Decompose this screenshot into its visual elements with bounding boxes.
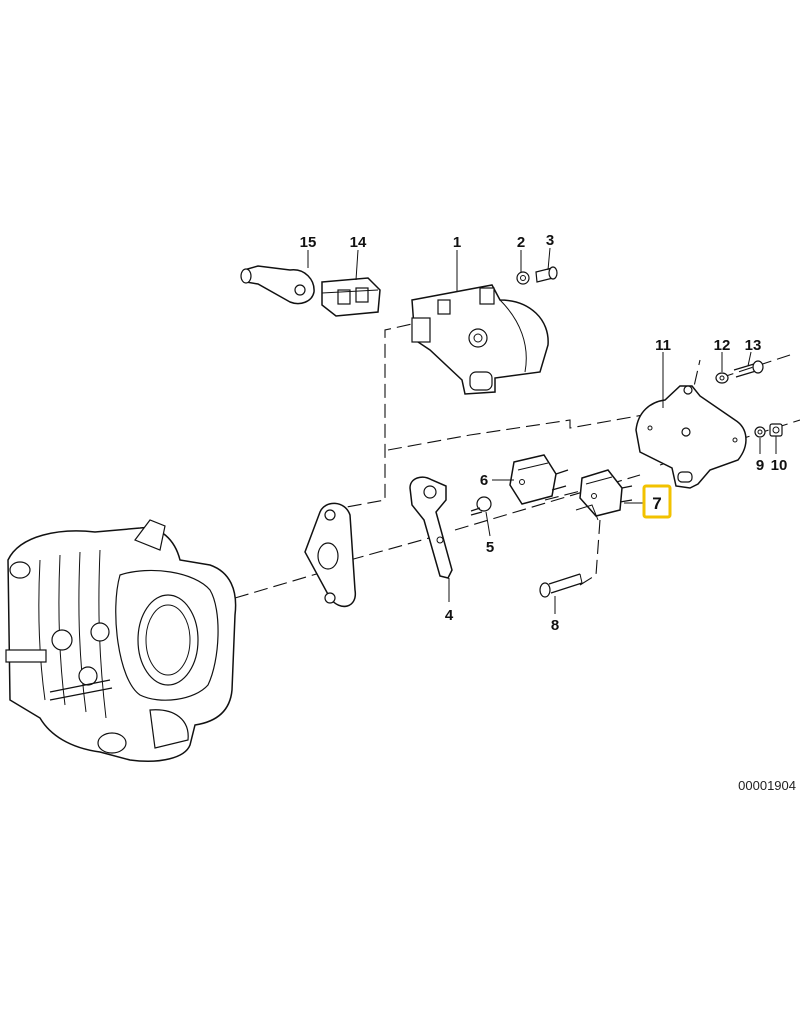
part-label-15[interactable]: 15 xyxy=(300,234,317,251)
part-11-mounting-plate xyxy=(635,385,747,489)
part-1-throttle-sensor xyxy=(411,284,549,395)
part-label-9[interactable]: 9 xyxy=(756,457,764,474)
part-8-screw xyxy=(539,573,583,598)
part-6-micro-switch xyxy=(509,454,569,505)
part-label-2[interactable]: 2 xyxy=(517,234,525,251)
part-label-13[interactable]: 13 xyxy=(745,337,762,354)
part-10-nut xyxy=(769,423,783,437)
throttle-body xyxy=(5,519,237,762)
part-label-12[interactable]: 12 xyxy=(714,337,731,354)
part-label-14[interactable]: 14 xyxy=(350,234,367,251)
part-9-washer xyxy=(754,426,766,438)
part-label-11[interactable]: 11 xyxy=(655,337,671,354)
part-7-switch xyxy=(575,469,633,521)
part-15-boot xyxy=(240,265,315,305)
part-label-4[interactable]: 4 xyxy=(445,607,454,624)
leader-lines xyxy=(307,247,777,614)
part-2-washer xyxy=(516,271,530,285)
part-label-8[interactable]: 8 xyxy=(551,617,559,634)
part-7-highlight-box xyxy=(642,484,672,519)
part-label-10[interactable]: 10 xyxy=(771,457,788,474)
part-label-5[interactable]: 5 xyxy=(486,539,494,556)
part-labels[interactable]: 1 2 3 4 5 6 7 8 9 10 11 12 13 14 15 xyxy=(300,232,788,634)
part-12-washer xyxy=(715,372,729,384)
part-3-screw xyxy=(535,266,558,283)
part-13-screw xyxy=(733,360,764,378)
diagram-code: 00001904 xyxy=(738,778,796,793)
part-label-6[interactable]: 6 xyxy=(480,472,488,489)
throttle-gasket xyxy=(304,502,356,608)
part-5-screw xyxy=(470,496,492,516)
part-label-1[interactable]: 1 xyxy=(453,234,461,251)
part-4-bracket xyxy=(409,476,453,579)
part-label-3[interactable]: 3 xyxy=(546,232,554,249)
part-label-7[interactable]: 7 xyxy=(652,494,661,513)
part-14-connector xyxy=(321,277,381,317)
